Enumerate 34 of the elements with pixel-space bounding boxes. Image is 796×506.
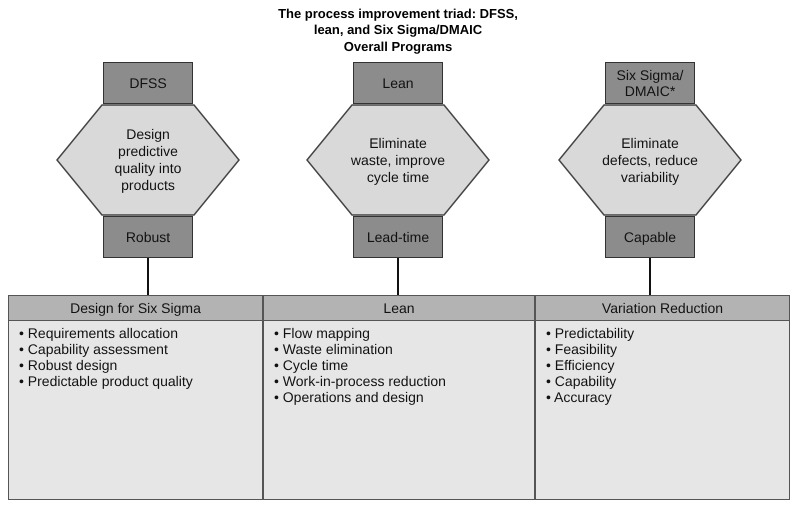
diagram-title: The process improvement triad: DFSS, lean, and Six Sigma/DMAIC [277,6,519,38]
column-header: Variation Reduction [536,296,789,321]
connector-line [397,258,399,295]
label-box: Six Sigma/ DMAIC* [605,62,695,104]
list-item: • Accuracy [546,389,613,405]
label-box: DFSS [103,62,193,104]
list-item: • Waste elimination [274,341,394,357]
list-item: • Capability assessment [19,341,169,357]
list-item: • Feasibility [546,341,618,357]
label-box: Robust [103,216,193,258]
list-item: • Predictability [546,325,636,341]
list-item: • Requirements allocation [19,325,179,341]
column-header: Lean [264,296,534,321]
list-item: • Predictable product quality [19,373,194,389]
list-item: • Capability [546,373,618,389]
hexagon-text: Eliminate defects, reduce variability [602,134,698,186]
hexagon-text: Eliminate waste, improve cycle time [350,134,446,186]
column-header: Design for Six Sigma [9,296,262,321]
connector-line [147,258,149,295]
hexagon-text: Design predictive quality into products [114,126,182,194]
label-box: Lean [353,62,443,104]
list-item: • Cycle time [274,357,350,373]
table-column [263,295,535,500]
list-item: • Operations and design [274,389,425,405]
list-item: • Robust design [19,357,118,373]
table-column [535,295,790,500]
label-box: Capable [605,216,695,258]
label-box: Lead-time [353,216,443,258]
list-item: • Efficiency [546,357,616,373]
connector-line [649,258,651,295]
subtitle: Overall Programs [342,39,454,55]
list-item: • Work-in-process reduction [274,373,447,389]
table-column [8,295,263,500]
list-item: • Flow mapping [274,325,371,341]
